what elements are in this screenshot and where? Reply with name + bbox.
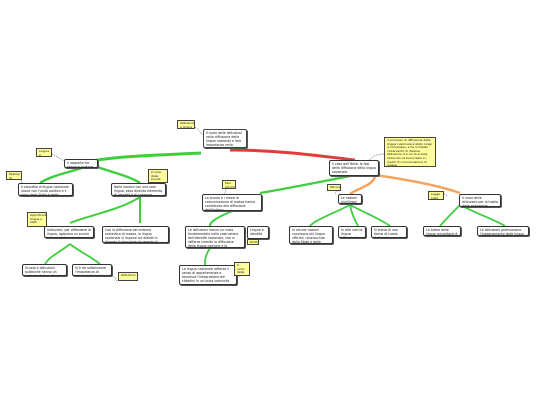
node-language-identity[interactable]: Lingua e identità <box>247 226 269 239</box>
note-mid3[interactable]: Diritti linguistici <box>247 239 259 245</box>
link-right-a <box>349 174 377 195</box>
note-left2[interactable]: Esempi di lingue nazionali <box>6 171 22 180</box>
link-right-b <box>374 173 461 195</box>
link-mid-a <box>209 209 236 227</box>
link-root-left <box>91 151 202 163</box>
node-single-language-nations[interactable]: Nelle nazioni con una sola lingua, essa … <box>111 183 166 196</box>
note-left5[interactable]: Istituzioni <box>118 272 138 281</box>
note-right2[interactable]: Legge sulle minoranze <box>428 191 444 200</box>
note-left1[interactable]: Lingua e nazione <box>36 148 52 157</box>
node-national-language-concept[interactable]: Il concetto di lingua nazionale nasce co… <box>18 183 73 196</box>
note-left3[interactable]: Il ruolo della scuola <box>148 169 168 183</box>
link-right-a2 <box>349 204 359 227</box>
link-mid-main <box>259 173 356 195</box>
node-official-languages[interactable]: In alcune nazioni convivono più lingue u… <box>289 226 333 244</box>
note-mid2[interactable]: Il ruolo della scuola <box>234 262 250 276</box>
node-school-role[interactable]: Scuola e istituzioni pubbliche hanno un … <box>22 264 67 276</box>
node-language-nation[interactable]: Il rapporto tra lingua e nazione <box>64 159 98 168</box>
link-right-a3 <box>349 204 391 227</box>
link-left-c <box>69 196 141 224</box>
link-right-a1 <box>309 204 351 227</box>
node-belonging[interactable]: La lingua nazionale rafforza il senso di… <box>179 265 237 285</box>
node-protection-form[interactable]: Si tratta di una forma di tutela delle m… <box>371 226 407 238</box>
link-right-b1 <box>439 204 461 227</box>
node-minority-protection[interactable]: Il ruolo delle istituzioni per la tutela… <box>459 194 501 207</box>
node-plurilingual[interactable]: Le nazioni plurilingui <box>338 194 362 204</box>
node-identity-building[interactable]: Le istituzioni hanno un ruolo fondamenta… <box>185 226 245 248</box>
note-right1[interactable]: Minoranze <box>327 184 341 191</box>
note-top-right[interactable]: Il processo di diffusione della lingua n… <box>384 137 436 167</box>
note-top[interactable]: Istituzioni e lingua <box>177 120 195 129</box>
node-italy-case[interactable]: Il caso dell'Italia: le fasi della diffu… <box>329 160 379 176</box>
note-mid1[interactable]: Fasi storiche <box>222 180 236 189</box>
node-law-guarantee[interactable]: La tutela delle lingue minoritarie è gar… <box>423 226 461 236</box>
link-left-b <box>91 163 141 185</box>
link-right-b2 <box>459 204 506 227</box>
node-institutions-spread[interactable]: Istituzioni, per diffondere la lingua, a… <box>44 226 94 238</box>
link-left-f <box>69 243 101 265</box>
node-school-minorities[interactable]: Le istituzioni promuovono l'insegnamento… <box>477 226 529 236</box>
root-node[interactable]: Il ruolo delle istituzioni nella diffusi… <box>203 129 247 148</box>
link-left-e <box>44 243 71 265</box>
note-left4[interactable]: Approfondimento: lingue e stati <box>27 212 47 227</box>
link-root-mid <box>229 148 356 162</box>
node-mass-media[interactable]: La scuola e i mezzi di comunicazione di … <box>202 194 262 211</box>
node-imposed-language[interactable]: In altri casi la lingua ufficiale è impo… <box>338 226 366 238</box>
node-importance[interactable]: Vi è da sottolineare l'importanza di que… <box>72 264 112 276</box>
node-mass-school[interactable]: Con la diffusione del sistema scolastico… <box>102 226 169 243</box>
link-mid-b <box>204 247 211 266</box>
